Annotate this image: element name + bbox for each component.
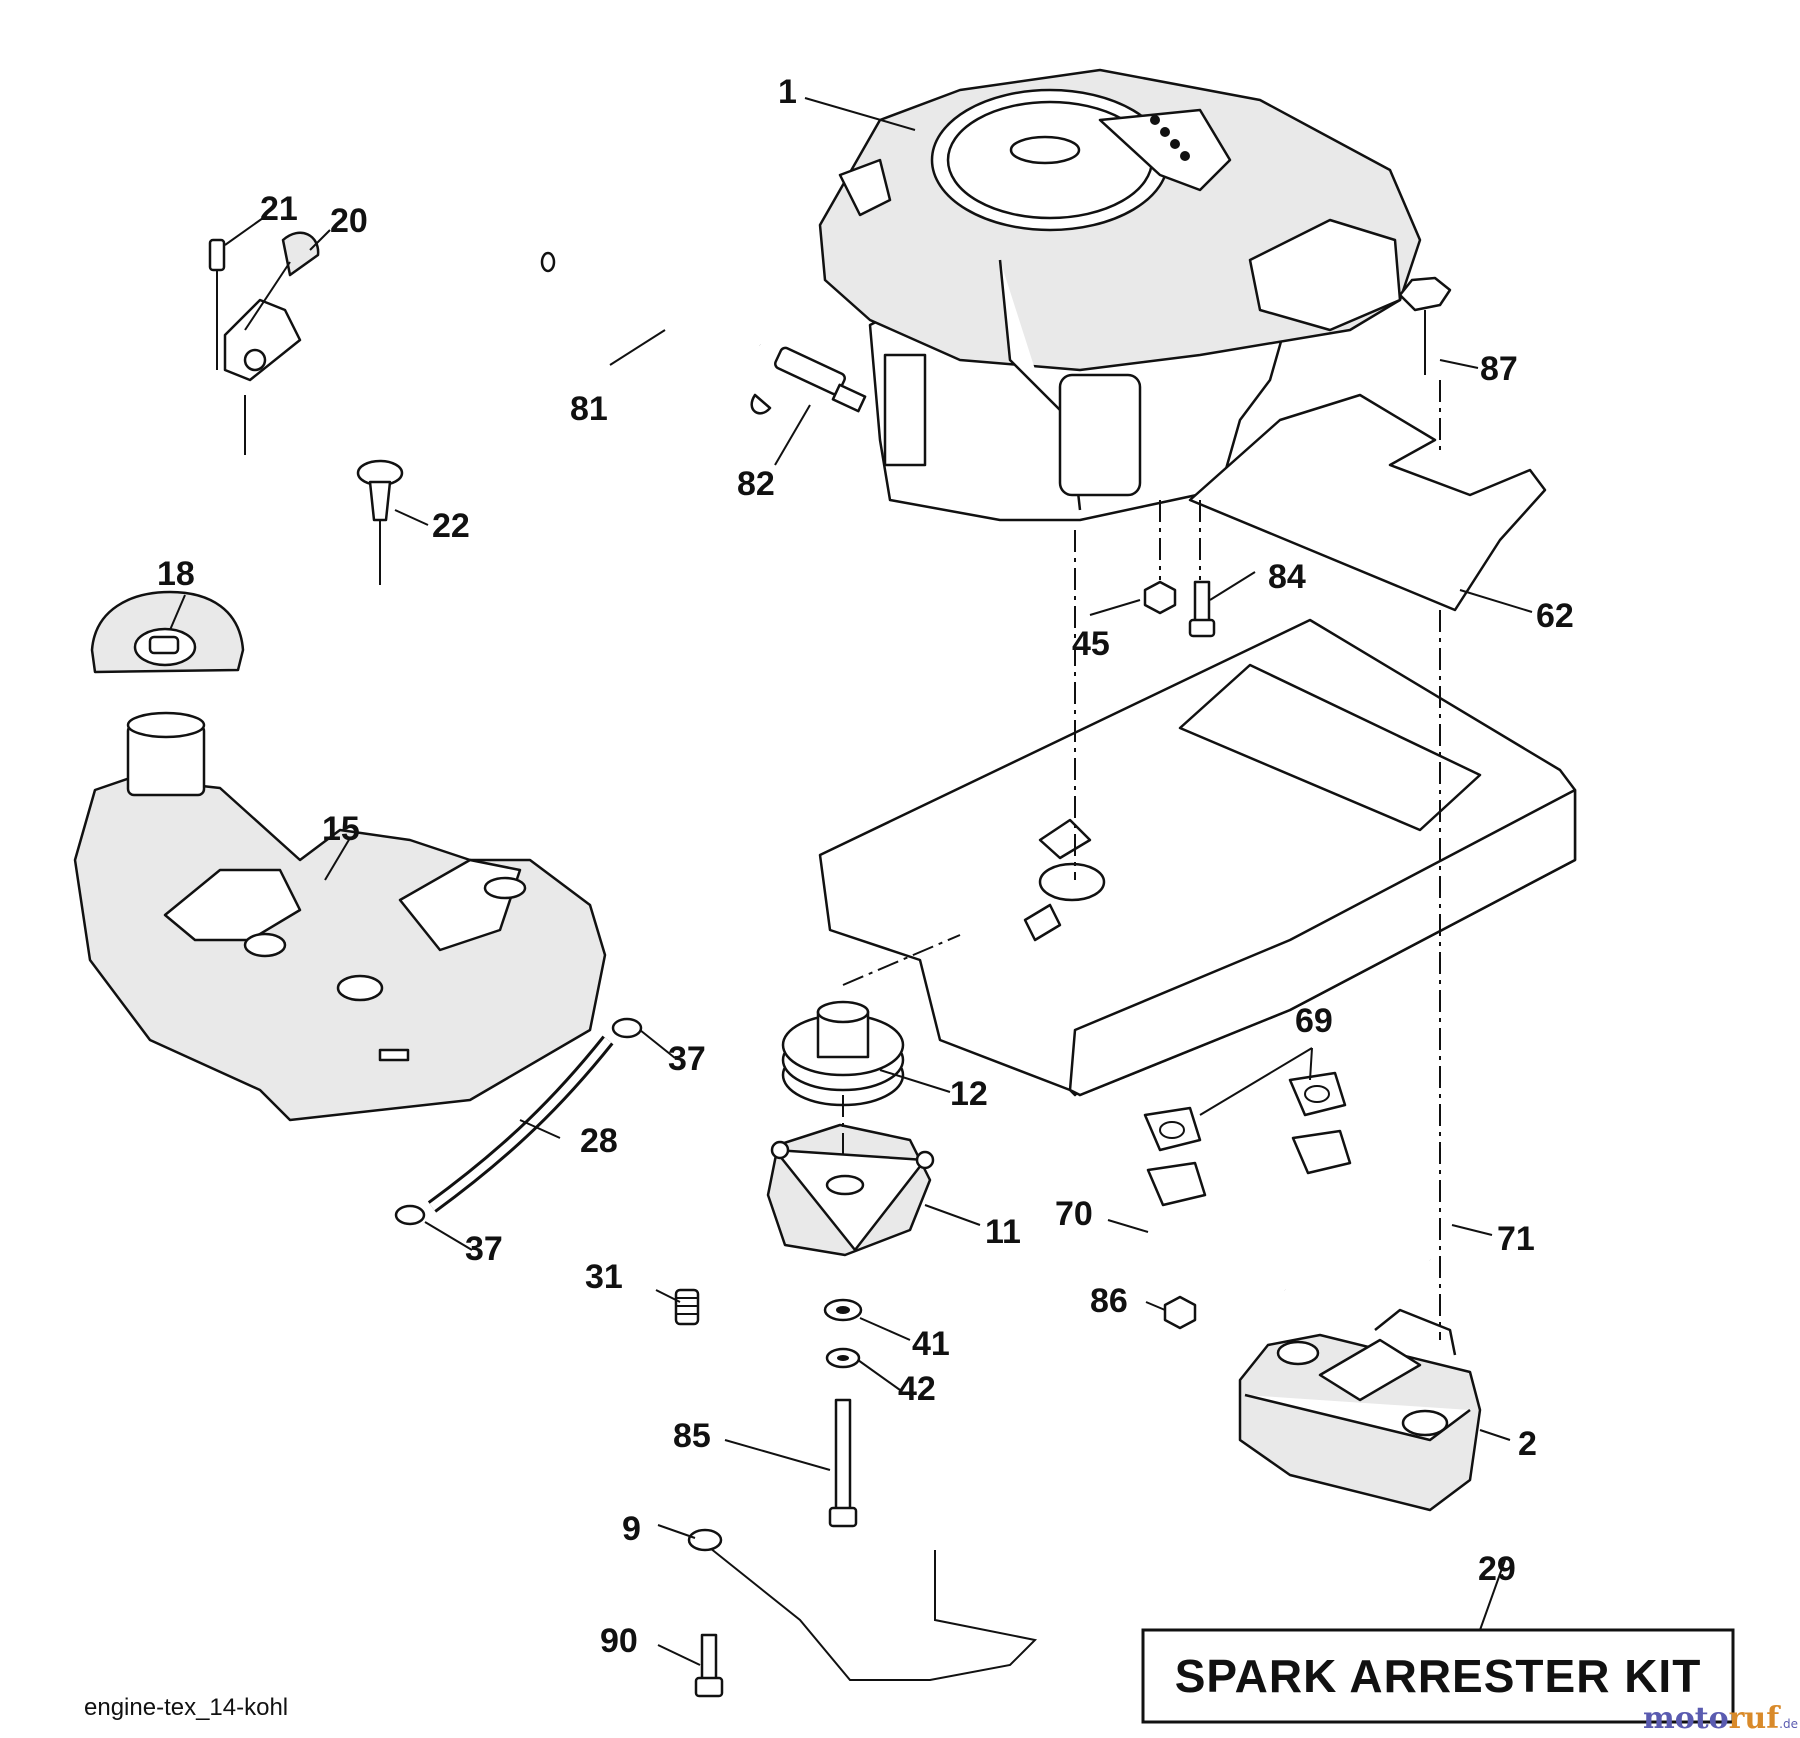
watermark: motoruf.de: [1643, 1701, 1798, 1736]
fuel-cap: [90, 590, 245, 674]
callout-18: 18: [157, 555, 195, 593]
exhaust-gasket-right: [1288, 1071, 1347, 1117]
callout-20: 20: [330, 202, 368, 240]
engine: [818, 68, 1422, 522]
callout-71: 71: [1497, 1220, 1535, 1258]
callout-62: 62: [1536, 597, 1574, 635]
callout-31: 31: [585, 1258, 623, 1296]
bracket: [687, 1528, 1038, 1681]
callout-84: 84: [1268, 558, 1306, 596]
knob-bolt: [1398, 276, 1452, 375]
leader-lines: [169, 97, 1533, 1666]
callout-85: 85: [673, 1417, 711, 1455]
callout-87: 87: [1480, 350, 1518, 388]
pulley: [781, 1000, 905, 1107]
callout-12: 12: [950, 1075, 988, 1113]
watermark-brand-part2: ruf: [1729, 1701, 1782, 1736]
throttle-control: [208, 231, 320, 455]
callout-11: 11: [985, 1213, 1021, 1251]
watermark-brand-part1: moto: [1643, 1701, 1729, 1736]
frame-chassis: [818, 618, 1577, 1097]
muffler: [1238, 1308, 1482, 1512]
callout-22: 22: [432, 507, 470, 545]
clutch-bolt: [828, 1398, 858, 1528]
callout-45: 45: [1072, 625, 1110, 663]
hose-clamp-lower: [394, 1204, 426, 1226]
callout-86: 86: [1090, 1282, 1128, 1320]
svg-text:motoruf.de: motoruf.de: [1643, 1701, 1798, 1736]
callout-82: 82: [737, 465, 775, 503]
fuel-fitting: [750, 346, 867, 415]
callout-41: 41: [912, 1325, 950, 1363]
exhaust-pipe-left: [1146, 1161, 1300, 1293]
bracket-bolt: [694, 1633, 724, 1698]
choke-knob: [356, 459, 404, 585]
diagram-id: engine-tex_14-kohl: [84, 1694, 288, 1721]
pto-clutch: [766, 1123, 935, 1257]
callout-1: 1: [778, 73, 797, 111]
fuel-tank: [73, 711, 607, 1122]
fuel-line: [540, 251, 763, 351]
washer-42: [825, 1347, 861, 1369]
callout-2: 2: [1518, 1425, 1537, 1463]
mount-nut: [1143, 580, 1177, 615]
set-screw: [674, 1288, 700, 1326]
callout-9: 9: [622, 1510, 641, 1548]
exhaust-pipe-right: [1291, 1129, 1445, 1263]
washer-41: [823, 1298, 863, 1322]
callout-37-upper: 37: [668, 1040, 706, 1078]
spark-arrester-kit-label: SPARK ARRESTER KIT: [1175, 1650, 1702, 1702]
spark-arrester-kit-box: SPARK ARRESTER KIT: [1141, 1628, 1735, 1724]
callout-labels: 1 21 20 87 81 82 22 18 84 62 45 15 69 37…: [157, 73, 1574, 1660]
callout-70: 70: [1055, 1195, 1093, 1233]
callout-69: 69: [1295, 1002, 1333, 1040]
callout-81: 81: [570, 390, 608, 428]
callout-42: 42: [898, 1370, 936, 1408]
exhaust-gasket-left: [1143, 1106, 1202, 1152]
callout-15: 15: [322, 810, 360, 848]
callout-28: 28: [580, 1122, 618, 1160]
watermark-suffix: .de: [1779, 1717, 1798, 1731]
callout-37-lower: 37: [465, 1230, 503, 1268]
callout-21: 21: [260, 190, 298, 228]
callout-90: 90: [600, 1622, 638, 1660]
mount-bolt: [1188, 580, 1216, 638]
exhaust-nut: [1163, 1295, 1197, 1330]
hose-clamp-upper: [611, 1017, 643, 1039]
alignment-lines: [842, 380, 1441, 1340]
heat-shield: [1188, 393, 1547, 612]
callout-29: 29: [1478, 1550, 1516, 1588]
